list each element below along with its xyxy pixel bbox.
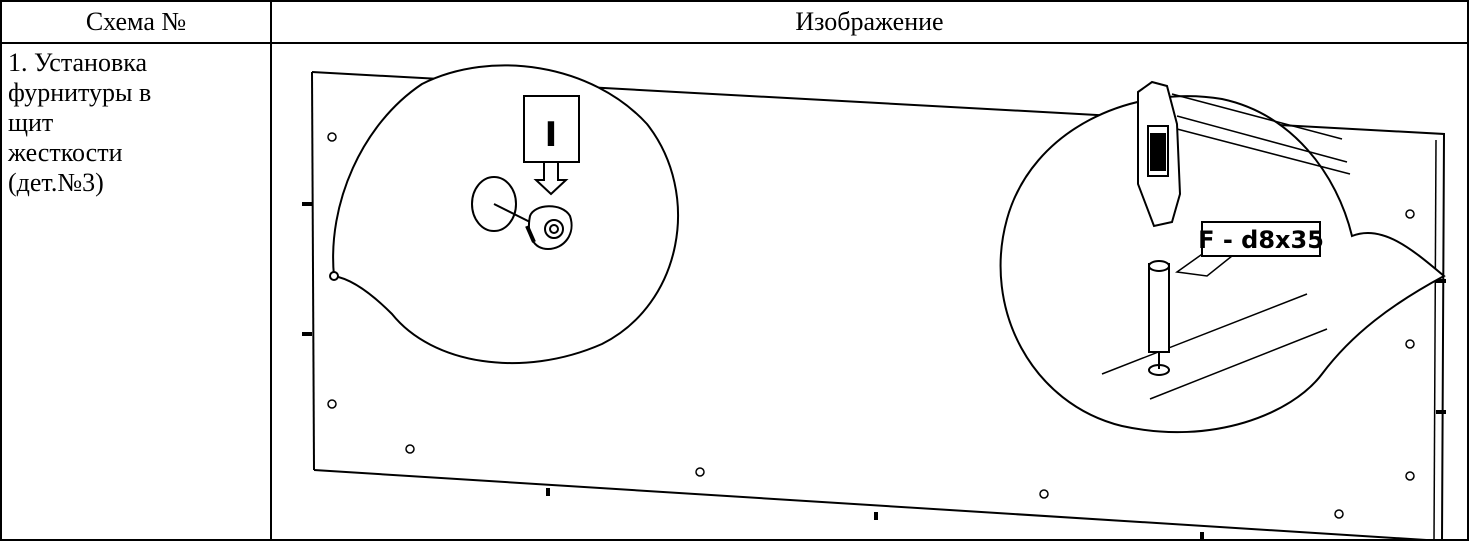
callout-right-label: F - d8x35 xyxy=(1198,226,1324,254)
header-scheme-no: Схема № xyxy=(0,0,272,44)
panel-outline xyxy=(311,71,1446,541)
header-row: Схема № Изображение xyxy=(0,0,1469,44)
callout-left-bubble xyxy=(332,64,680,365)
step-description: 1. Установка фурнитуры в щит жесткости (… xyxy=(8,48,152,197)
image-cell: I F - d8x35 xyxy=(270,42,1469,541)
table-row: 1. Установка фурнитуры в щит жесткости (… xyxy=(0,42,1469,541)
header-image: Изображение xyxy=(270,0,1469,44)
assembly-diagram-icon: I F - d8x35 xyxy=(302,64,1446,541)
step-cell: 1. Установка фурнитуры в щит жесткости (… xyxy=(0,42,272,541)
callout-left-label: I xyxy=(545,115,558,155)
